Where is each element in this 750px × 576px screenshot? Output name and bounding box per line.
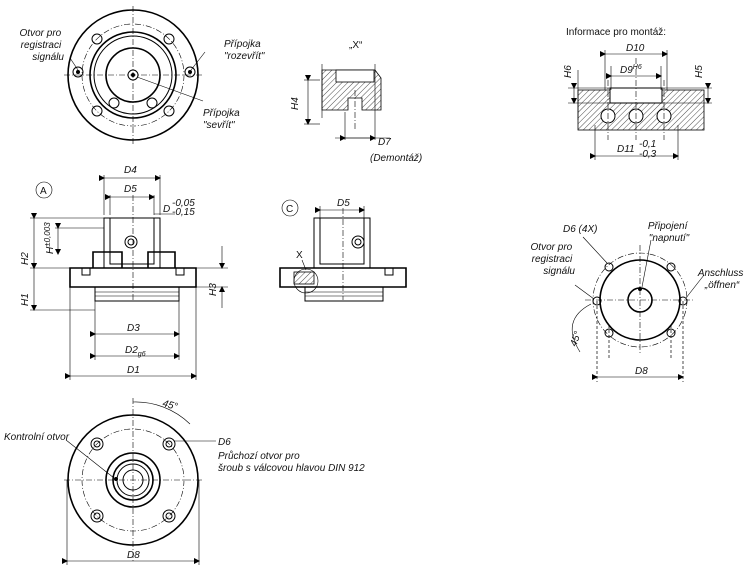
detail-x-title: „X“ (349, 40, 362, 51)
dim-d3: D3 (127, 323, 140, 334)
top-port-open-label: Přípojka "rozevřít" (224, 39, 265, 62)
top-signal-holes-label: Otvor pro registraci signálu (20, 28, 65, 63)
dim-d1: D1 (127, 365, 140, 376)
right-signal-holes-label: Otvor pro registraci signálu (531, 242, 576, 277)
bottom-view (62, 398, 216, 565)
dim-h1: H1 (20, 293, 31, 306)
dim-d4: D4 (124, 165, 137, 176)
top-port-close-label: Přípojka "sevřít" (203, 108, 242, 131)
dim-d9: D9H6 (620, 64, 642, 76)
dim-d: D (163, 204, 170, 215)
dim-h5: H5 (694, 65, 705, 78)
bottom-control-label: Kontrolní otvor (4, 432, 70, 443)
mount-info-view (568, 50, 712, 160)
dim-h2: H2 (20, 252, 31, 265)
dim-d5: D5 (124, 184, 137, 195)
dim-h: H±0,003 (43, 222, 56, 254)
right-bottom-view (571, 236, 705, 382)
demontaz-label: (Demontáž) (370, 153, 422, 164)
dim-d11-tol-up: -0,1 (639, 139, 656, 150)
dim-h3: H3 (208, 283, 219, 296)
view-c-marker: C (286, 204, 293, 215)
dim-d-tol-low: -0,15 (172, 207, 195, 218)
right-connect-label: Připojení "napnutí" (648, 221, 690, 244)
dim-d11-tol-low: -0,3 (639, 149, 657, 160)
right-angle-label: 45° (568, 330, 584, 348)
view-a-marker: A (40, 186, 47, 197)
mount-title: Informace pro montáž: (566, 27, 666, 38)
detail-x-view (304, 64, 390, 141)
top-view (64, 6, 206, 144)
bottom-through-label: Průchozí otvor pro šroub s válcovou hlav… (218, 450, 365, 474)
bottom-d8: D8 (127, 550, 140, 561)
detail-x-marker: X (296, 250, 303, 261)
section-c-view (279, 199, 407, 302)
dim-h4: H4 (290, 97, 301, 110)
dim-d7: D7 (378, 137, 391, 148)
bottom-d6: D6 (218, 437, 231, 448)
dim-c-d5: D5 (337, 198, 350, 209)
right-open-label: Anschluss „öffnen“ (697, 268, 746, 291)
dim-d2: D2g6 (125, 345, 146, 358)
right-d6-label: D6 (4X) (563, 224, 597, 235)
right-d8: D8 (635, 366, 648, 377)
dim-d10: D10 (626, 43, 645, 54)
dim-h6: H6 (563, 65, 574, 78)
bottom-angle-label: 45° (161, 398, 178, 413)
dim-d11: D11 (617, 144, 635, 155)
dim-d-tol-up: -0,05 (172, 198, 195, 209)
section-a-view (30, 175, 228, 380)
